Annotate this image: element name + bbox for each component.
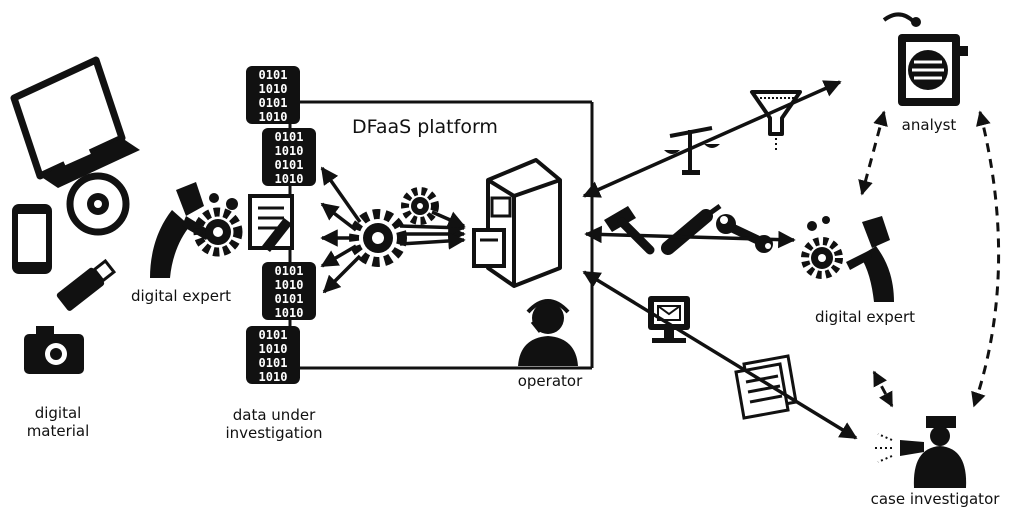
phone-icon (12, 204, 52, 274)
digital-material-label: digital material (10, 404, 106, 440)
platform-title: DFaaS platform (352, 116, 498, 138)
funnel-icon (750, 90, 802, 150)
digital-expert-figure-icon (846, 216, 894, 302)
binary-data-block-icon (246, 66, 300, 124)
dashed-arrows (858, 110, 1001, 408)
data-flow-arrows (320, 166, 466, 294)
digital-expert-left-label: digital expert (130, 287, 232, 305)
external-arrows (582, 80, 858, 440)
hammer-icon (604, 206, 655, 255)
digital-material-line2: material (26, 422, 90, 440)
data-line2: investigation (225, 424, 323, 442)
usb-drive-icon (56, 258, 117, 311)
binary-data-block-icon (246, 326, 300, 384)
analyst-label: analyst (901, 116, 957, 134)
data-line1: data under (232, 406, 316, 424)
document-pen-icon (248, 194, 294, 252)
digital-expert-right-label: digital expert (814, 308, 916, 326)
gear-icon (349, 209, 407, 267)
scales-icon (664, 126, 720, 175)
monitor-mail-icon (648, 296, 690, 343)
data-under-investigation-label: data under investigation (206, 406, 342, 442)
operator-label: operator (517, 372, 583, 390)
laptop-icon (10, 56, 140, 188)
gear-icon (401, 187, 439, 225)
binary-data-block-icon (262, 128, 316, 186)
gear-icon (801, 216, 843, 279)
operator-headset-icon (518, 299, 578, 366)
gear-icon (193, 193, 243, 257)
report-document-icon (734, 354, 798, 420)
digital-material-line1: digital (34, 404, 82, 422)
screwdriver-icon (661, 203, 722, 255)
camera-icon (24, 326, 84, 374)
wrench-icon (716, 214, 773, 253)
binary-data-block-icon (262, 262, 316, 320)
case-investigator-figure-icon (874, 416, 967, 488)
case-investigator-label: case investigator (870, 490, 1000, 508)
filing-cabinet-icon (472, 158, 562, 288)
digital-expert-figure-icon (150, 182, 212, 278)
analyst-machine-icon (882, 12, 968, 106)
cd-icon (66, 172, 130, 236)
